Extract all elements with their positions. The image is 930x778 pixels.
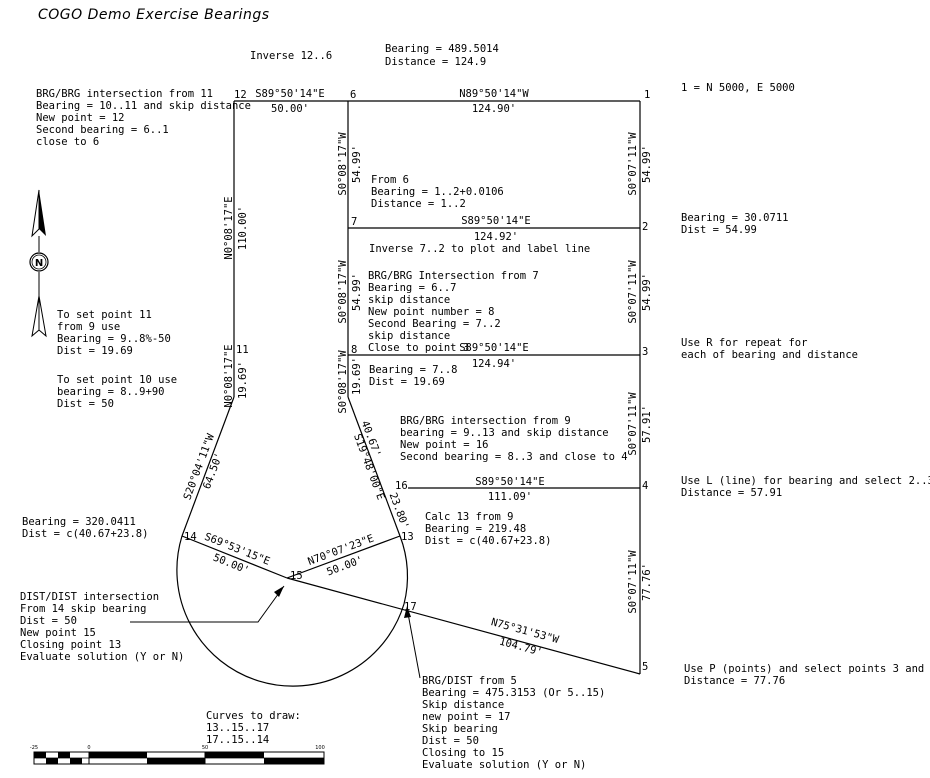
note-brg-brg-11: BRG/BRG intersection from 11 Bearing = 1… — [36, 88, 257, 148]
note-inverse-12-6: Inverse 12..6 — [250, 50, 332, 62]
point-label: 1 — [644, 89, 650, 101]
point-label: 14 — [184, 531, 197, 543]
bearing-label: S0°08'17"W — [337, 132, 349, 196]
linework — [130, 100, 641, 687]
scale-tick-label: 100 — [315, 745, 325, 751]
distance-label: 111.09' — [488, 491, 532, 503]
leader-arrowhead-17 — [404, 606, 411, 618]
line-11-14 — [181, 396, 235, 537]
scale-tick-label: 50 — [202, 745, 208, 751]
scale-tick-label: -25 — [30, 745, 38, 751]
bearing-label: N0°08'17"E — [223, 344, 235, 407]
bearing-label: S0°07'11"W — [627, 550, 639, 614]
bearing-label: S89°50'14"E — [475, 476, 545, 488]
svg-text:N: N — [35, 258, 43, 269]
distance-label: 19.69' — [237, 361, 249, 399]
point-label: 16 — [395, 480, 408, 492]
note-brg-brg-7: BRG/BRG Intersection from 7 Bearing = 6.… — [368, 270, 545, 354]
point-label: 13 — [401, 531, 414, 543]
note-brg-dist-5: BRG/DIST from 5 Bearing = 475.3153 (Or 5… — [422, 675, 612, 771]
note-use-r: Use R for repeat for each of bearing and… — [681, 337, 858, 361]
point-label: 17 — [404, 601, 417, 613]
line-9-13 — [347, 396, 401, 537]
bearing-label: S89°50'14"E — [461, 215, 531, 227]
note-from-6: From 6 Bearing = 1..2+0.0106 Distance = … — [371, 174, 510, 210]
note-bearing-7-8: Bearing = 7..8 Dist = 19.69 — [369, 364, 464, 388]
distance-label: 57.91' — [641, 405, 653, 443]
distance-label: 54.99' — [641, 145, 653, 183]
point-labels: 1 2 3 4 5 6 7 8 11 12 13 14 15 16 17 — [184, 89, 650, 673]
distance-label: 124.90' — [472, 103, 516, 115]
north-arrow-icon: N — [29, 189, 49, 338]
line-14-15 — [181, 535, 288, 579]
note-dist-dist: DIST/DIST intersection From 14 skip bear… — [20, 591, 184, 663]
bearing-label: N89°50'14"W — [459, 88, 529, 100]
distance-label: 77.76' — [641, 563, 653, 601]
bearing-label: S0°08'17"W — [337, 260, 349, 324]
curve-17-13 — [399, 535, 409, 605]
note-bearing-right-2: Bearing = 30.0711 Dist = 54.99 — [681, 212, 795, 236]
line-15-13 — [286, 535, 401, 579]
note-curves: Curves to draw: 13..15..17 17..15..14 — [206, 710, 307, 746]
bearing-label: S89°50'14"E — [255, 88, 325, 100]
note-calc-13: Calc 13 from 9 Bearing = 219.48 Dist = c… — [425, 511, 551, 547]
point-label: 12 — [234, 89, 247, 101]
bearing-label: S0°07'11"W — [627, 132, 639, 196]
bearing-label: S89°50'14"E — [459, 342, 529, 354]
segment-annotations: S89°50'14"E 50.00' N89°50'14"W 124.90' S… — [181, 88, 653, 659]
note-use-p: Use P (points) and select points 3 and 4… — [684, 663, 930, 687]
distance-label: 124.94' — [472, 358, 516, 370]
bearing-label: S0°07'11"W — [627, 260, 639, 324]
note-point1: 1 = N 5000, E 5000 — [681, 82, 795, 94]
drawing-title: COGO Demo Exercise Bearings — [38, 7, 270, 23]
scale-bar: -25 0 50 100 — [30, 745, 325, 765]
scale-tick-label: 0 — [87, 745, 90, 751]
point-label: 2 — [642, 221, 648, 233]
point-label: 8 — [351, 344, 357, 356]
distance-label: 50.00' — [271, 103, 309, 115]
curve-14-17 — [176, 535, 405, 687]
point-label: 4 — [642, 480, 648, 492]
point-label: 15 — [290, 570, 303, 582]
point-label: 11 — [236, 344, 249, 356]
distance-label: 54.99' — [641, 273, 653, 311]
distance-label: 54.99' — [351, 145, 363, 183]
point-label: 3 — [642, 346, 648, 358]
leader-dist-dist — [130, 585, 285, 623]
bearing-label: N0°08'17"E — [223, 196, 235, 259]
line-15-5 — [286, 577, 641, 675]
note-brg-brg-9: BRG/BRG intersection from 9 bearing = 9.… — [400, 415, 628, 463]
distance-label: 19.69' — [351, 357, 363, 395]
bearing-label: S0°07'11"W — [627, 392, 639, 456]
point-label: 7 — [351, 216, 357, 228]
bearing-label: S0°08'17"W — [337, 350, 349, 414]
note-bearing-distance-top: Bearing = 489.5014 Distance = 124.9 — [385, 43, 505, 68]
leader-brg-dist — [406, 607, 421, 679]
point-label: 6 — [350, 89, 356, 101]
notes: Inverse 12..6 Bearing = 489.5014 Distanc… — [20, 43, 930, 771]
note-set-point-11: To set point 11 from 9 use Bearing = 9..… — [57, 309, 177, 357]
distance-label: 110.00' — [237, 206, 249, 250]
note-inverse-7-2: Inverse 7..2 to plot and label line — [369, 243, 590, 255]
note-use-l: Use L (line) for bearing and select 2..3… — [681, 475, 930, 499]
note-set-point-10: To set point 10 use bearing = 8..9+90 Di… — [57, 374, 183, 410]
note-bearing-left-14: Bearing = 320.0411 Dist = c(40.67+23.8) — [22, 516, 148, 540]
distance-label: 54.99' — [351, 273, 363, 311]
distance-label: 124.92' — [474, 231, 518, 243]
leader-arrowhead-15 — [274, 586, 284, 597]
point-label: 5 — [642, 661, 648, 673]
